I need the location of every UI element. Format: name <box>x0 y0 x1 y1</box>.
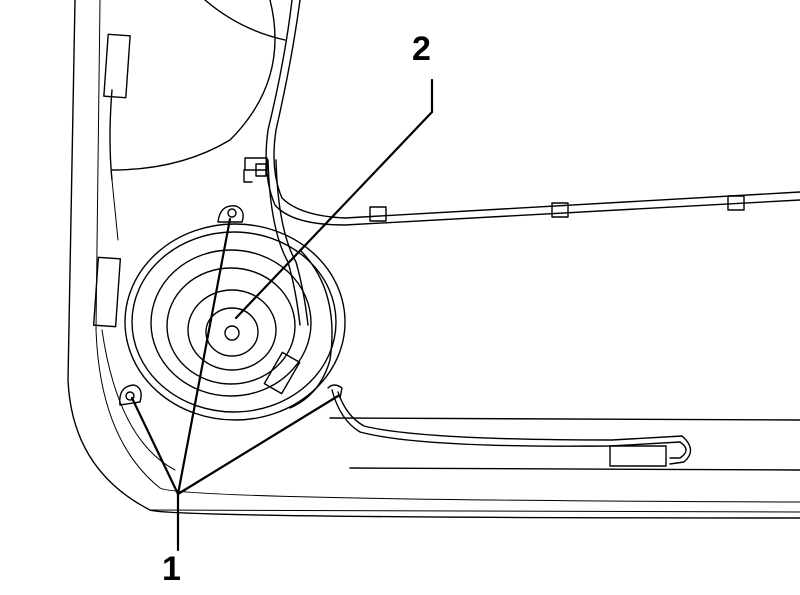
callout-label-1: 1 <box>162 550 181 588</box>
leader-lines <box>130 78 434 552</box>
harness-clips <box>243 157 745 222</box>
door-panel-outline <box>67 0 800 519</box>
door-speaker <box>124 223 346 421</box>
mounting-screws <box>119 205 343 406</box>
callout-label-2: 2 <box>412 30 431 68</box>
panel-pads <box>92 33 131 328</box>
wiring-harness <box>265 0 800 465</box>
speaker-connector <box>609 445 667 467</box>
window-regulator-contour <box>109 0 286 241</box>
